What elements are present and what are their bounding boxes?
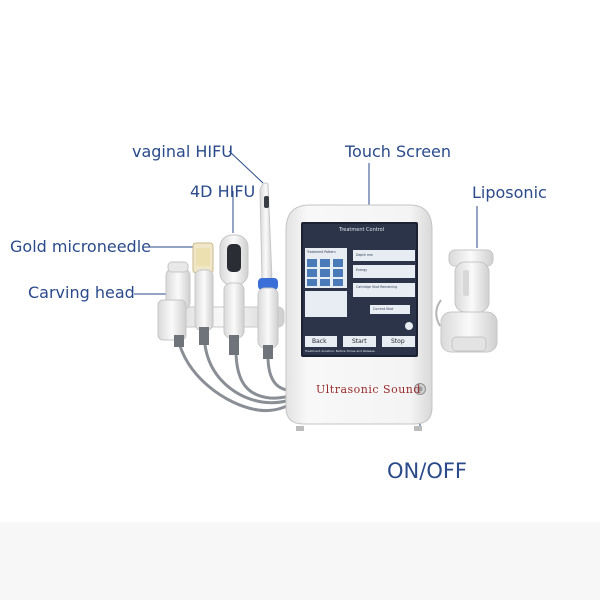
back-button[interactable]: Back: [312, 338, 327, 345]
label-liposonic: Liposonic: [472, 183, 547, 202]
4d-hifu-handpiece: [219, 234, 249, 355]
treatment-pattern-heading: Treatment Pattern: [307, 250, 336, 254]
footer-band: [0, 522, 600, 600]
label-on-off: ON/OFF: [387, 459, 468, 483]
energy-label: Energy: [356, 268, 368, 272]
power-knob: [414, 383, 426, 395]
current-shot-label: Current Shot: [373, 307, 394, 311]
gold-microneedle-handpiece: [192, 242, 214, 345]
label-touch-screen: Touch Screen: [345, 142, 452, 161]
label-carving-head: Carving head: [28, 283, 135, 302]
label-gold-microneedle: Gold microneedle: [10, 237, 151, 256]
depth-label: Depth mm: [356, 253, 373, 257]
liposonic-handpiece: [435, 249, 498, 353]
status-text: Treatment duration: Before Times and Rel…: [305, 349, 375, 353]
label-vaginal-hifu: vaginal HIFU: [132, 142, 234, 161]
cartridge-shot-label: Cartridge Shot Remaining: [356, 285, 398, 289]
screen-title: Treatment Control: [339, 227, 385, 233]
stop-button[interactable]: Stop: [391, 338, 405, 345]
carving-head: [157, 261, 191, 347]
label-4d-hifu: 4D HIFU: [190, 182, 256, 201]
leader-vaginal-hifu: [228, 150, 264, 184]
start-button[interactable]: Start: [352, 338, 367, 345]
brand-logo: Ultrasonic Sound: [316, 383, 421, 396]
touch-screen: [301, 222, 418, 357]
vaginal-hifu-probe: [257, 182, 279, 359]
